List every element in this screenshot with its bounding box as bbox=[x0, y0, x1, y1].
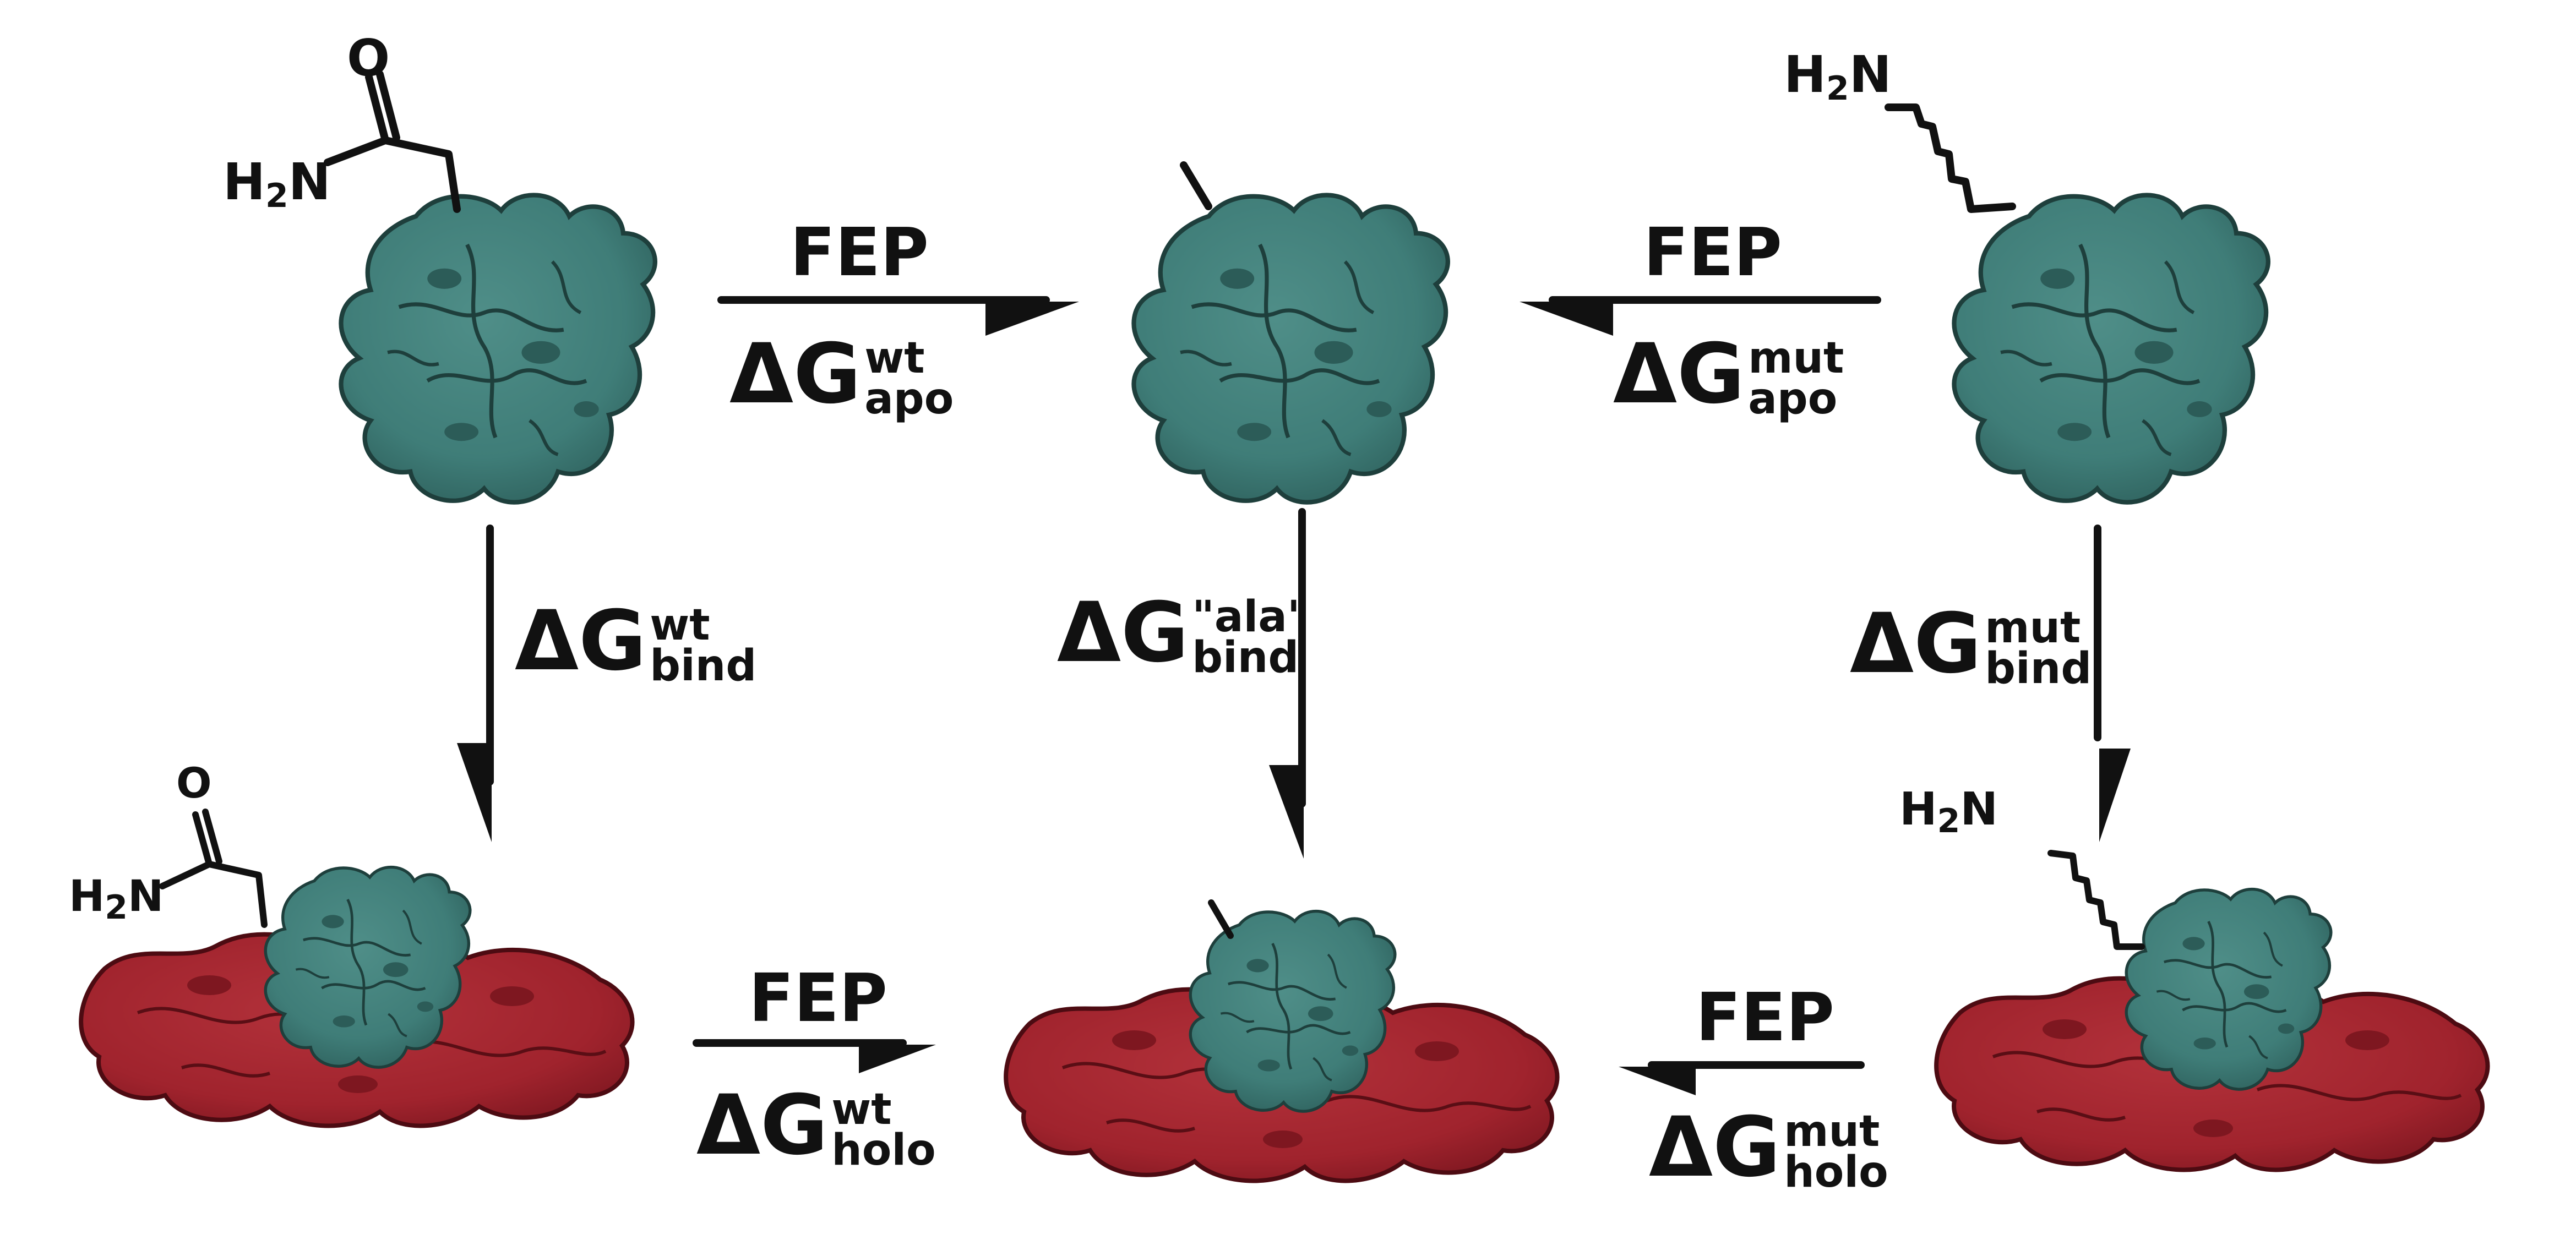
lys-sidechain-bottom bbox=[2047, 850, 2145, 950]
lys-sidechain-top bbox=[1885, 103, 2016, 213]
oxygen-label-bottom: O bbox=[176, 758, 212, 807]
dg-subscript: apo bbox=[864, 374, 954, 424]
dg-superscript: wt bbox=[650, 600, 710, 650]
complex-ala-holo bbox=[1006, 911, 1557, 1181]
dg-symbol: ΔG bbox=[1613, 326, 1745, 422]
dg-subscript: apo bbox=[1748, 374, 1838, 424]
arrow-bind-ala bbox=[1269, 508, 1306, 859]
fep-label-bottom-right: FEP bbox=[1696, 980, 1834, 1056]
dg-symbol: ΔG bbox=[1850, 596, 1982, 692]
dg-superscript: mut bbox=[1748, 333, 1844, 383]
dg-symbol: ΔG bbox=[729, 326, 862, 422]
fep-label-top-right: FEP bbox=[1643, 215, 1782, 291]
dg-symbol: ΔG bbox=[696, 1078, 829, 1173]
dg-subscript: holo bbox=[1784, 1148, 1888, 1197]
amine-label-top: H2N bbox=[1784, 45, 1892, 108]
amide-label-top: H2N bbox=[223, 152, 331, 215]
arrow-bind-wt bbox=[457, 525, 494, 842]
protein-wt-apo bbox=[341, 195, 655, 503]
dg-superscript: wt bbox=[831, 1084, 892, 1134]
arrow-fep-wt-holo bbox=[693, 1039, 936, 1073]
protein-ala-apo bbox=[1134, 195, 1447, 503]
amide-label-bottom: H2N bbox=[69, 872, 164, 927]
dg-superscript: mut bbox=[1784, 1106, 1880, 1156]
dg-subscript: bind bbox=[650, 641, 757, 691]
complex-wt-holo bbox=[81, 867, 632, 1126]
amine-label-bottom: H2N bbox=[1899, 783, 1998, 840]
dg-symbol: ΔG bbox=[515, 593, 647, 689]
asn-sidechain-top bbox=[324, 70, 461, 213]
protein-mut-apo bbox=[1954, 195, 2268, 503]
dg-superscript: "ala" bbox=[1192, 592, 1310, 642]
dg-subscript: holo bbox=[831, 1126, 936, 1175]
fep-label-top-left: FEP bbox=[790, 215, 929, 291]
asn-sidechain-bottom bbox=[159, 809, 268, 928]
ala-stub-top bbox=[1180, 161, 1212, 210]
arrow-fep-wt-apo bbox=[717, 296, 1079, 336]
dg-bind-ala: ΔG"ala"bind bbox=[1057, 585, 1310, 682]
dg-superscript: wt bbox=[864, 333, 925, 383]
dg-subscript: bind bbox=[1985, 644, 2092, 693]
arrow-fep-mut-holo bbox=[1619, 1061, 1865, 1095]
dg-superscript: mut bbox=[1985, 603, 2081, 653]
fep-label-bottom-left: FEP bbox=[749, 960, 887, 1037]
oxygen-label-top: O bbox=[347, 29, 390, 88]
arrow-bind-mut bbox=[2094, 525, 2131, 842]
dg-symbol: ΔG bbox=[1057, 585, 1189, 681]
ala-stub-bottom bbox=[1208, 899, 1234, 939]
dg-subscript: bind bbox=[1192, 633, 1299, 682]
arrow-fep-mut-apo bbox=[1520, 296, 1881, 336]
complex-mut-holo bbox=[1936, 889, 2487, 1170]
dg-symbol: ΔG bbox=[1649, 1100, 1781, 1195]
